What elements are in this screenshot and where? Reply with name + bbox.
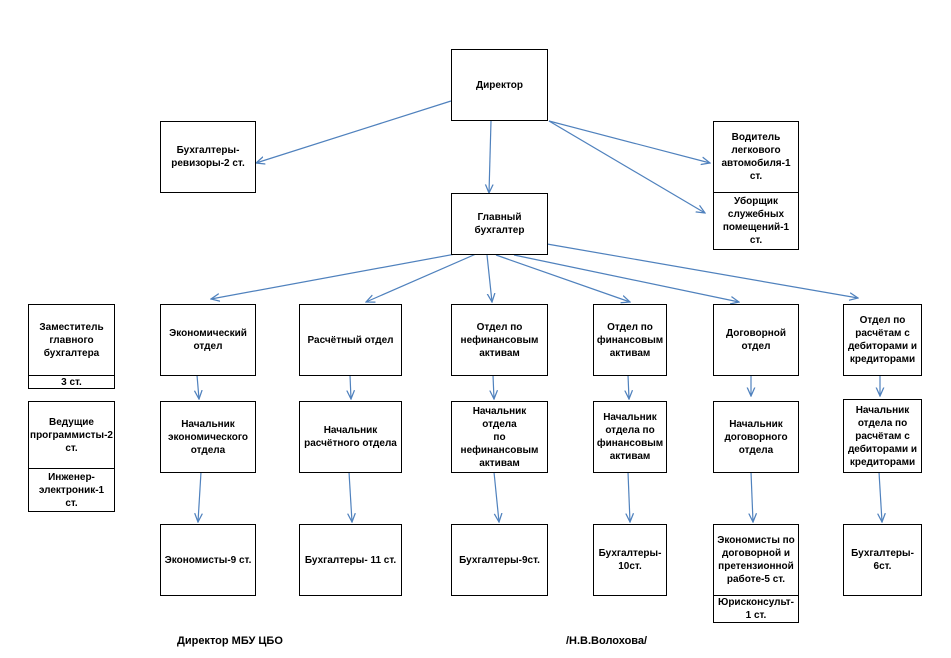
node-cleaner-label: Уборщик служебных помещений-1 ст. xyxy=(722,196,790,246)
node-economic-dept: Экономический отдел xyxy=(160,304,256,376)
node-contract-economists: Экономисты по договорной и претензионной… xyxy=(713,524,799,596)
arrow-director-cleaner xyxy=(548,120,705,213)
node-cleaner: Уборщик служебных помещений-1 ст. xyxy=(713,192,799,250)
node-nonfinancial-dept-label: Отдел по нефинансовым активам xyxy=(460,321,539,359)
node-deputy: Заместитель главного бухгалтера xyxy=(28,304,115,376)
arrow-director-chief xyxy=(489,120,491,193)
node-director: Директор xyxy=(451,49,548,121)
node-nonfinancial-dept: Отдел по нефинансовым активам xyxy=(451,304,548,376)
node-driver-label: Водитель легкового автомобиля-1 ст. xyxy=(721,132,791,182)
node-nonfinancial-head-label: Начальник отдела по нефинансовым активам xyxy=(460,405,539,469)
node-contract-head: Начальник договорного отдела xyxy=(713,401,799,473)
node-nonfinancial-head: Начальник отдела по нефинансовым активам xyxy=(451,401,548,473)
node-driver: Водитель легкового автомобиля-1 ст. xyxy=(713,121,799,193)
node-legal-label: Юрисконсульт- 1 ст. xyxy=(718,597,794,621)
arrow-economic-staff xyxy=(198,471,201,522)
node-settlement-head-label: Начальник расчётного отдела xyxy=(304,425,397,449)
node-debtors-dept-label: Отдел по расчётам с дебиторами и кредито… xyxy=(847,315,918,365)
arrow-chief-settlement xyxy=(366,253,477,302)
node-debtors-dept: Отдел по расчётам с дебиторами и кредито… xyxy=(843,304,922,376)
node-contract-dept: Договорной отдел xyxy=(713,304,799,376)
node-debtors-accountants: Бухгалтеры- 6ст. xyxy=(843,524,922,596)
signature-name: /Н.В.Волохова/ xyxy=(566,635,648,647)
arrow-nonfinancial-head xyxy=(493,374,494,399)
arrow-director-auditors xyxy=(256,100,452,163)
node-programmers-label: Ведущие программисты-2 ст. xyxy=(30,416,113,454)
node-contract-economists-label: Экономисты по договорной и претензионной… xyxy=(717,535,795,585)
arrow-settlement-head xyxy=(350,374,351,399)
node-director-label: Директор xyxy=(476,79,523,91)
arrow-director-driver xyxy=(548,120,710,163)
node-nonfinancial-accountants-label: Бухгалтеры-9ст. xyxy=(459,554,540,566)
node-legal: Юрисконсульт- 1 ст. xyxy=(713,595,799,623)
node-financial-dept-label: Отдел по финансовым активам xyxy=(596,321,664,359)
node-economists: Экономисты-9 ст. xyxy=(160,524,256,596)
node-engineer: Инженер- электроник-1 ст. xyxy=(28,468,115,512)
arrow-chief-debtors xyxy=(546,243,858,298)
node-programmers: Ведущие программисты-2 ст. xyxy=(28,401,115,469)
arrow-contract-staff xyxy=(751,471,753,522)
node-settlement-dept-label: Расчётный отдел xyxy=(307,334,394,346)
node-financial-accountants: Бухгалтеры- 10ст. xyxy=(593,524,667,596)
arrow-nonfinancial-staff xyxy=(493,471,499,522)
node-economists-label: Экономисты-9 ст. xyxy=(164,554,252,566)
node-debtors-head-label: Начальник отдела по расчётам с дебиторам… xyxy=(847,404,918,468)
node-chief-accountant-label: Главный бухгалтер xyxy=(474,212,525,236)
arrow-chief-contract xyxy=(513,254,739,302)
node-financial-dept: Отдел по финансовым активам xyxy=(593,304,667,376)
node-economic-head: Начальник экономического отдела xyxy=(160,401,256,473)
node-economic-head-label: Начальник экономического отдела xyxy=(168,418,248,456)
node-auditors-label: Бухгалтеры- ревизоры-2 ст. xyxy=(171,145,245,169)
node-settlement-head: Начальник расчётного отдела xyxy=(299,401,402,473)
node-debtors-accountants-label: Бухгалтеры- 6ст. xyxy=(851,548,914,572)
node-settlement-dept: Расчётный отдел xyxy=(299,304,402,376)
node-financial-head-label: Начальник отдела по финансовым активам xyxy=(596,412,664,462)
arrow-chief-economic xyxy=(211,252,462,299)
node-settlement-accountants: Бухгалтеры- 11 ст. xyxy=(299,524,402,596)
arrow-debtors-staff xyxy=(879,471,882,522)
arrow-settlement-staff xyxy=(349,471,352,522)
node-economic-dept-label: Экономический отдел xyxy=(169,328,247,352)
node-settlement-accountants-label: Бухгалтеры- 11 ст. xyxy=(304,554,397,566)
node-chief-accountant: Главный бухгалтер xyxy=(451,193,548,255)
node-contract-dept-label: Договорной отдел xyxy=(725,328,787,352)
node-deputy-count: 3 ст. xyxy=(28,375,115,389)
node-deputy-label: Заместитель главного бухгалтера xyxy=(39,321,104,359)
arrow-chief-financial xyxy=(495,254,630,302)
arrow-financial-staff xyxy=(628,471,630,522)
node-financial-accountants-label: Бухгалтеры- 10ст. xyxy=(598,548,662,572)
node-financial-head: Начальник отдела по финансовым активам xyxy=(593,401,667,473)
node-deputy-count-label: 3 ст. xyxy=(61,376,82,388)
node-auditors: Бухгалтеры- ревизоры-2 ст. xyxy=(160,121,256,193)
node-contract-head-label: Начальник договорного отдела xyxy=(724,418,788,456)
node-engineer-label: Инженер- электроник-1 ст. xyxy=(38,471,105,509)
signature-position: Директор МБУ ЦБО xyxy=(177,635,283,647)
node-debtors-head: Начальник отдела по расчётам с дебиторам… xyxy=(843,399,922,473)
arrow-economic-head xyxy=(197,374,199,399)
arrow-financial-head xyxy=(628,374,629,399)
arrow-chief-nonfinancial xyxy=(486,254,492,302)
node-nonfinancial-accountants: Бухгалтеры-9ст. xyxy=(451,524,548,596)
